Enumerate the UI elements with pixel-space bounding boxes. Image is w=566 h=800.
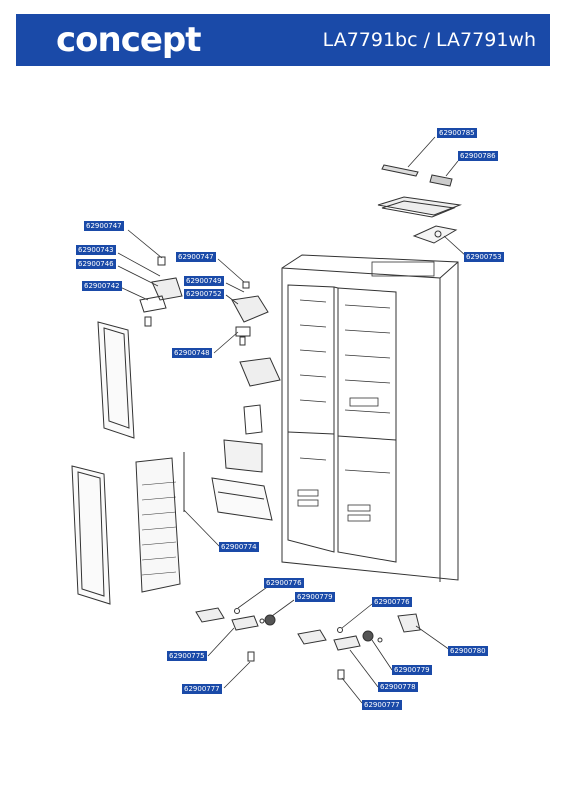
part-label: 62900753 xyxy=(464,252,504,262)
part-label: 62900747 xyxy=(84,221,124,231)
center-parts xyxy=(211,357,281,521)
part-label: 62900776 xyxy=(372,597,412,607)
header-bar: concept LA7791bc / LA7791wh xyxy=(16,14,550,66)
part-label: 62900778 xyxy=(378,682,418,692)
part-label: 62900786 xyxy=(458,151,498,161)
part-label: 62900746 xyxy=(76,259,116,269)
fridge-cabinet xyxy=(281,254,459,582)
part-label: 62900776 xyxy=(264,578,304,588)
part-label: 62900752 xyxy=(184,289,224,299)
part-label: 62900785 xyxy=(437,128,477,138)
part-label: 62900777 xyxy=(362,700,402,710)
top-parts xyxy=(377,164,462,244)
part-label: 62900749 xyxy=(184,276,224,286)
part-label: 62900779 xyxy=(295,592,335,602)
part-label: 62900774 xyxy=(219,542,259,552)
brand-logo: concept xyxy=(56,20,202,60)
model-number: LA7791bc / LA7791wh xyxy=(322,29,536,51)
part-label: 62900780 xyxy=(448,646,488,656)
left-panels xyxy=(71,321,185,605)
leader-lines xyxy=(117,136,467,704)
part-label: 62900748 xyxy=(172,348,212,358)
part-label: 62900777 xyxy=(182,684,222,694)
part-label: 62900775 xyxy=(167,651,207,661)
part-label: 62900743 xyxy=(76,245,116,255)
part-label: 62900742 xyxy=(82,281,122,291)
part-label: 62900779 xyxy=(392,665,432,675)
bottom-parts xyxy=(195,607,421,680)
part-label: 62900747 xyxy=(176,252,216,262)
left-hinge-parts xyxy=(139,256,269,346)
